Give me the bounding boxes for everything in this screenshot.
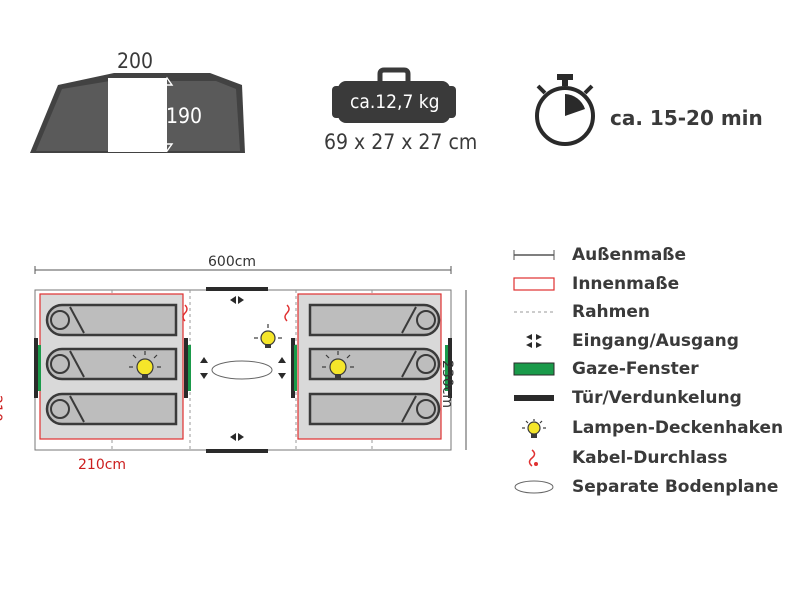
pack-bag: ca.12,7 kg 69 x 27 x 27 cm (324, 66, 477, 166)
legend-label: Rahmen (572, 302, 651, 322)
height-arrow-down-icon (160, 143, 174, 153)
door-markers (34, 287, 452, 453)
left-sleeping-bags (45, 303, 178, 426)
legend-label: Kabel-Durchlass (572, 448, 728, 468)
legend-item: Lampen-Deckenhaken (512, 416, 783, 440)
legend-label: Eingang/Ausgang (572, 331, 739, 351)
right-sleeping-bags (308, 303, 441, 426)
total-width-label: 230cm (439, 360, 455, 409)
cable-port-icon (512, 448, 556, 468)
entrance-arrows (200, 296, 286, 441)
legend-item: Kabel-Durchlass (512, 446, 728, 470)
stopwatch-icon (535, 74, 595, 146)
legend-item: Außenmaße (512, 243, 686, 267)
tent-door-opening (108, 78, 167, 152)
lamp-hooks (129, 324, 354, 379)
groundsheet-ellipse (211, 360, 273, 380)
cabin-width-label: 210cm (0, 395, 4, 444)
frame-dashed-icon (512, 302, 556, 322)
legend-item: Innenmaße (512, 272, 679, 296)
legend-item: Gaze-Fenster (512, 357, 699, 381)
legend-label: Separate Bodenplane (572, 477, 779, 497)
legend-label: Gaze-Fenster (572, 359, 699, 379)
cabin-length-label: 210cm (78, 457, 127, 473)
legend-label: Außenmaße (572, 245, 687, 265)
tent-profile: 200 190 (20, 45, 260, 165)
tent-profile-drawing (30, 73, 245, 153)
legend-label: Tür/Verdunkelung (572, 388, 742, 408)
legend-item: Separate Bodenplane (512, 475, 778, 499)
tent-height-label: 190 (166, 104, 203, 128)
outer-dimension-icon (512, 245, 556, 265)
legend-item: Tür/Verdunkelung (512, 386, 742, 410)
inner-dimension-icon (512, 274, 556, 294)
floorplan: 600cm 230cm 210cm 210cm (0, 250, 500, 480)
lamp-hook-icon (512, 418, 556, 438)
door-blackout-icon (512, 388, 556, 408)
legend-item: Rahmen (512, 300, 650, 324)
bag-dimensions: 69 x 27 x 27 cm (324, 130, 478, 154)
mesh-window-icon (512, 359, 556, 379)
setup-time: ca. 15-20 min (530, 72, 790, 152)
floorplan-drawing (34, 266, 467, 453)
total-length-label: 600cm (208, 254, 257, 270)
entrance-arrows-icon (512, 331, 556, 351)
cable-ports (182, 304, 290, 322)
height-arrow-up-icon (160, 76, 174, 86)
legend-label: Innenmaße (572, 274, 680, 294)
legend-item: Eingang/Ausgang (512, 329, 739, 353)
bag-weight: ca.12,7 kg (350, 91, 440, 113)
bag-icon (332, 67, 456, 123)
setup-time-label: ca. 15-20 min (610, 106, 763, 130)
legend-label: Lampen-Deckenhaken (572, 418, 784, 438)
mesh-window-markers (38, 345, 448, 391)
tent-width-label: 200 (117, 49, 154, 73)
groundsheet-icon (512, 477, 556, 497)
